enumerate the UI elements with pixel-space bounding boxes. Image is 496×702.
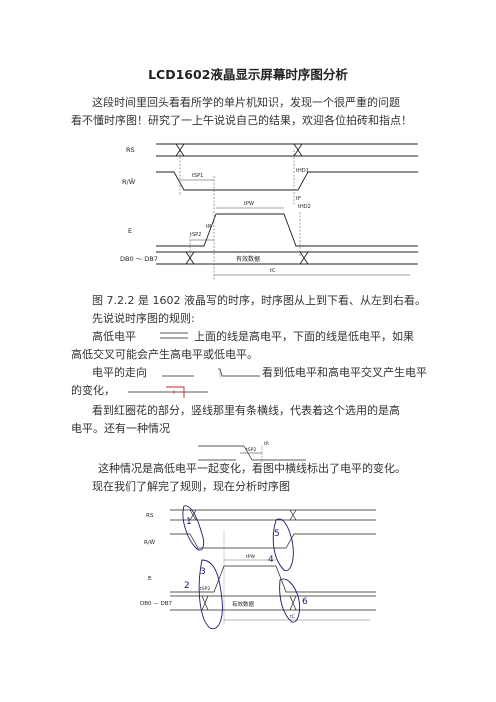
signal-label-rs: RS (146, 513, 154, 519)
timing-label: tR (206, 224, 212, 230)
annotation-number: 4 (268, 555, 274, 565)
timing-label: tSP2 (246, 447, 256, 453)
signal-label-rw: R/W̄ (122, 177, 136, 186)
high-low-level-icon (160, 332, 188, 339)
simultaneous-change-figure: tSP2 tR (198, 441, 306, 462)
signal-label-rs: RS (126, 146, 135, 154)
rule3-line2: 电平。还有一种情况 (71, 422, 170, 435)
signal-label-e: E (128, 227, 132, 235)
annotation-number: 3 (200, 567, 206, 577)
timing-label: tSP2 (190, 232, 201, 238)
timing-label: tSP2 (200, 586, 210, 592)
signal-label-db: DB0 ～ DB7 (120, 255, 158, 263)
rule5: 现在我们了解完了规则，现在分析时序图 (92, 480, 290, 493)
red-circle-icon (128, 386, 208, 398)
rules-heading: 先说说时序图的规则: (92, 312, 195, 325)
annotation-number: 2 (184, 581, 190, 591)
timing-label: tPW (244, 201, 254, 207)
figure-caption: 图 7.2.2 是 1602 液晶写的时序，时序图从上到下看、从左到右看。 (92, 294, 426, 307)
timing-diagram-2: RS R/W̄ E DB0 — DB7 tPW tSP2 tC 有效数据 1 2… (140, 505, 376, 630)
level-transition-icon (162, 368, 260, 378)
intro-line-2: 看不懂时序图！研究了一上午说说自己的结果，欢迎各位拍砖和指点！ (71, 114, 412, 127)
annotation-number: 5 (274, 529, 280, 539)
timing-label: tHD2 (298, 204, 311, 210)
annotation-number: 6 (302, 597, 308, 607)
signal-label-rw: R/W̄ (144, 539, 156, 546)
data-label: 有效数据 (232, 600, 255, 608)
timing-label: tSP1 (192, 173, 203, 179)
rule1-prefix: 高低电平 (92, 330, 136, 343)
rule2-line2: 的变化， (71, 384, 115, 397)
rule4: 这种情况是高低电平一起变化，看图中横线标出了电平的变化。 (98, 462, 406, 475)
intro-line-1: 这段时间里回头看看所学的单片机知识，发现一个很严重的问题 (92, 96, 400, 109)
rule2-suffix: 看到低电平和高电平交叉产生电平 (262, 366, 427, 379)
timing-label: tHD1 (296, 168, 309, 174)
timing-label: tPW (246, 554, 255, 560)
timing-label: tR (264, 441, 269, 447)
signal-label-db: DB0 — DB7 (140, 601, 173, 607)
period-label: tC (270, 268, 276, 274)
period-label: tC (290, 614, 295, 620)
data-label: 有效数据 (236, 255, 260, 263)
rule1-line2: 高低交叉可能会产生高电平或低电平。 (71, 348, 258, 361)
rule2-prefix: 电平的走向 (92, 366, 147, 379)
annotation-number: 1 (186, 517, 192, 527)
rule1-suffix: 上面的线是高电平，下面的线是低电平，如果 (194, 330, 414, 343)
timing-diagram-1: RS R/W̄ E DB0 ～ DB7 tSP1 tHD1 tPW tHD2 t… (120, 143, 418, 281)
signal-label-e: E (148, 576, 152, 582)
rule3-line1: 看到红圈花的部分，竖线那里有条横线，代表着这个选用的是高 (92, 404, 400, 417)
page-title: LCD1602液晶显示屏幕时序图分析 (148, 67, 348, 82)
timing-label: tF (296, 196, 301, 202)
